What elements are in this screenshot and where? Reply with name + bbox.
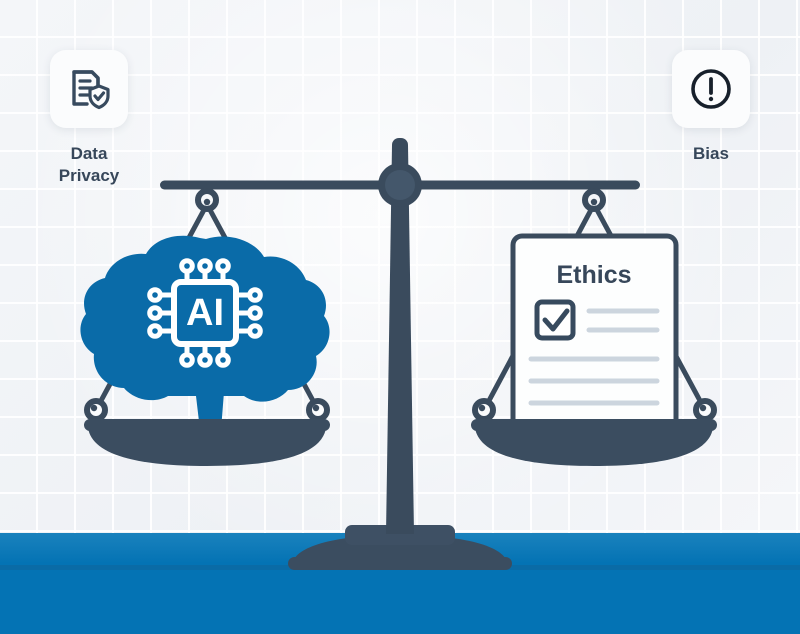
scale-pivot (378, 163, 422, 207)
ai-chip-icon (147, 258, 263, 368)
check-icon (93, 91, 106, 102)
document-shield-check-icon (72, 70, 110, 110)
right-hanger-ring (582, 188, 606, 212)
right-pan-dish (471, 419, 717, 466)
ethics-checkbox (534, 299, 576, 341)
scale-base (288, 525, 512, 570)
badge-label-bias: Bias (693, 144, 729, 163)
left-pan-dish (84, 419, 330, 466)
ethics-document: Ethics (510, 233, 679, 433)
badge-data-privacy[interactable] (50, 50, 128, 128)
left-pan-assembly: AI (80, 188, 330, 466)
ai-chip-label: AI (186, 292, 224, 334)
badge-bias[interactable] (672, 50, 750, 128)
exclamation-circle-icon (691, 69, 731, 109)
badge-label-data-privacy: Data Privacy (58, 144, 120, 185)
ethics-heading: Ethics (556, 261, 631, 289)
check-icon (542, 308, 570, 332)
scale-column (386, 138, 414, 534)
left-hanger-ring (195, 188, 219, 212)
right-pan-assembly: Ethics (471, 188, 717, 466)
ethics-text-lines (528, 308, 660, 406)
